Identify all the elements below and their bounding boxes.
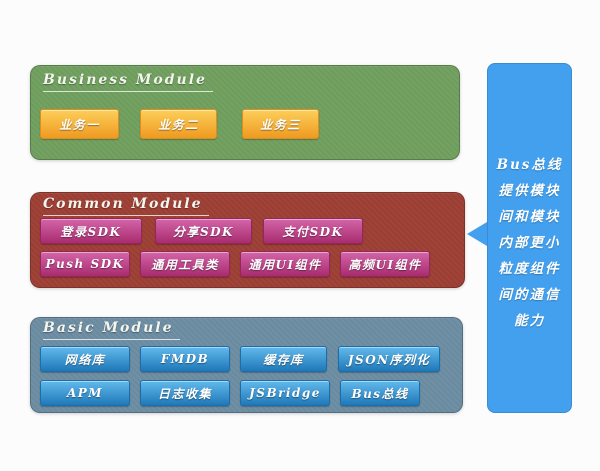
common-item-pay-sdk: 支付SDK: [263, 218, 363, 244]
basic-item-json-serialize: JSON序列化: [338, 346, 440, 372]
basic-item-bus: Bus总线: [340, 380, 420, 406]
common-module-title: Common Module: [43, 197, 209, 216]
business-item-3: 业务三: [242, 109, 319, 139]
bus-callout-text: Bus总线 提供模块 间和模块 内部更小 粒度组件 间的通信 能力: [497, 152, 563, 334]
business-module-title: Business Module: [43, 73, 213, 92]
basic-item-network: 网络库: [40, 346, 130, 372]
callout-line: 粒度组件: [498, 261, 561, 277]
callout-line: Bus总线: [496, 157, 563, 173]
callout-line: 间的通信: [498, 287, 561, 303]
common-item-share-sdk: 分享SDK: [155, 218, 252, 244]
business-item-1: 业务一: [40, 109, 119, 139]
business-module-panel: [30, 65, 460, 160]
basic-item-fmdb: FMDB: [140, 346, 230, 372]
basic-module-title: Basic Module: [43, 321, 180, 340]
callout-left-arrow: [467, 222, 487, 246]
callout-line: 内部更小: [498, 235, 561, 251]
basic-item-apm: APM: [40, 380, 130, 406]
common-item-hf-ui-components: 高频UI组件: [340, 251, 430, 277]
common-item-utils: 通用工具类: [140, 251, 230, 277]
basic-item-cache: 缓存库: [240, 346, 327, 372]
bus-callout: Bus总线 提供模块 间和模块 内部更小 粒度组件 间的通信 能力: [487, 63, 572, 413]
business-item-2: 业务二: [140, 109, 217, 139]
callout-line: 间和模块: [498, 209, 561, 225]
callout-line: 能力: [513, 313, 545, 329]
common-item-login-sdk: 登录SDK: [40, 218, 142, 244]
basic-item-jsbridge: JSBridge: [240, 380, 330, 406]
basic-item-log-collect: 日志收集: [140, 380, 230, 406]
callout-line: 提供模块: [498, 183, 561, 199]
common-item-ui-components: 通用UI组件: [240, 251, 330, 277]
common-item-push-sdk: Push SDK: [40, 251, 130, 277]
